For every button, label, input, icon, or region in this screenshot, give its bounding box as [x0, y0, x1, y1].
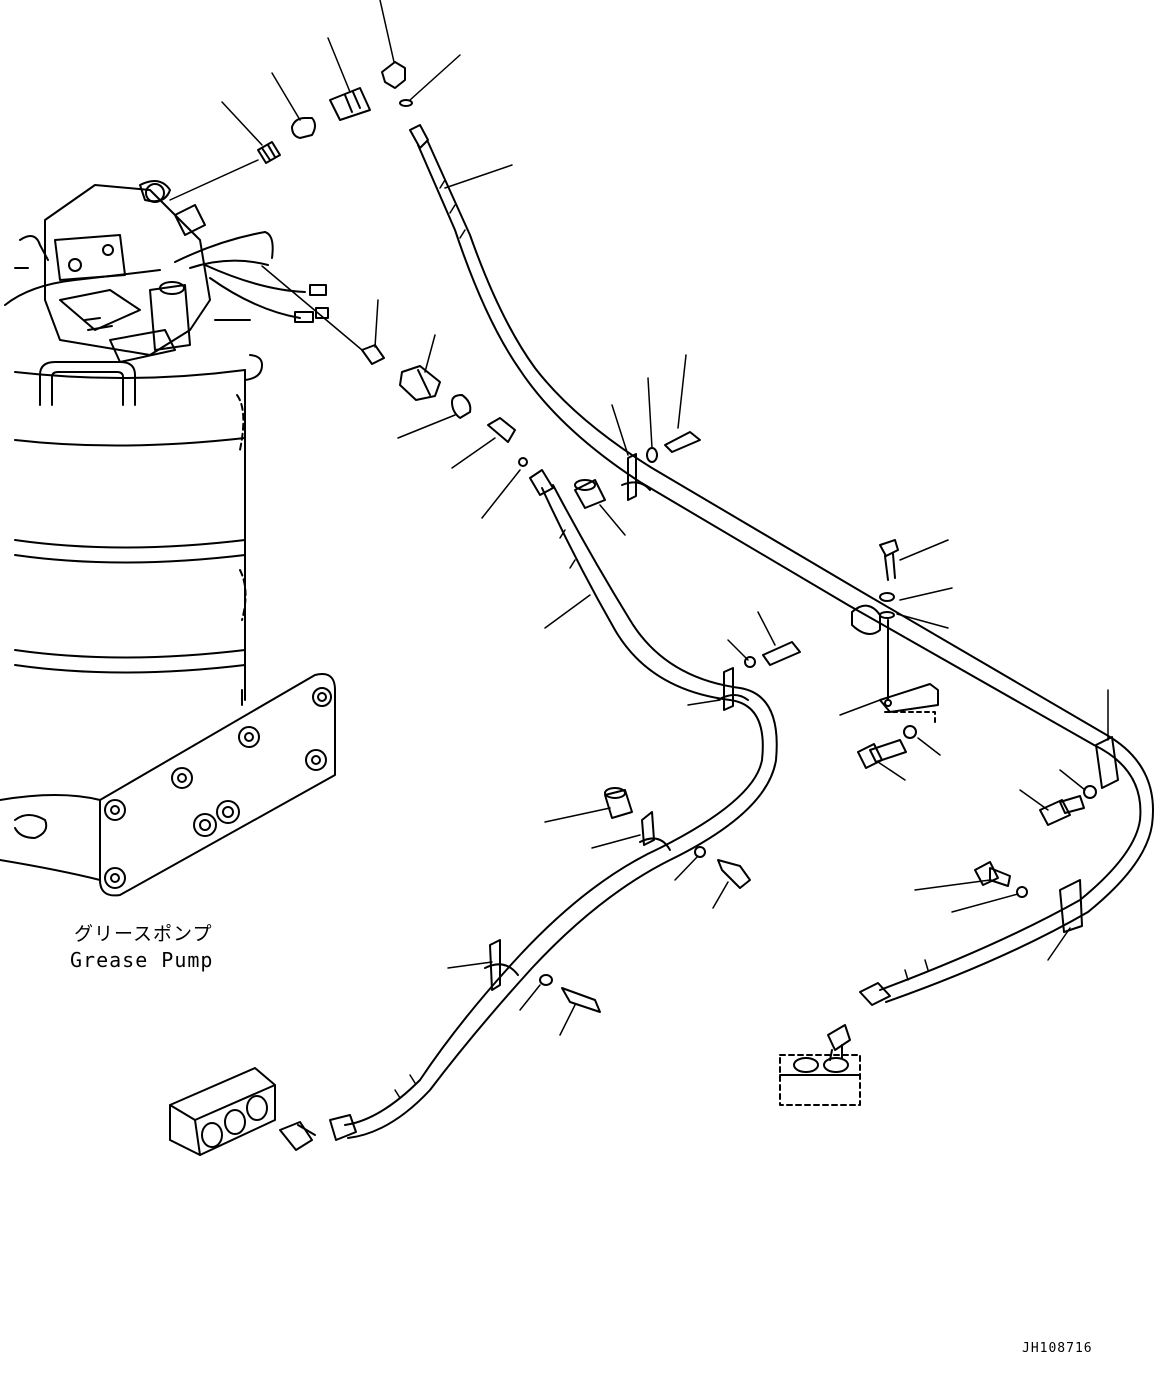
grease-pump-assembly — [0, 180, 336, 897]
manifold-blocks — [169, 1024, 861, 1156]
drawing-number: JH108716 — [1022, 1341, 1093, 1356]
middle-fittings — [261, 265, 528, 519]
lower-hose — [329, 469, 778, 1141]
upper-hose — [409, 124, 1154, 1006]
component-label-english: Grease Pump — [70, 948, 214, 972]
clamps — [447, 354, 1119, 1036]
top-fittings — [169, 0, 461, 201]
component-label-japanese: グリースポンプ — [74, 923, 213, 945]
